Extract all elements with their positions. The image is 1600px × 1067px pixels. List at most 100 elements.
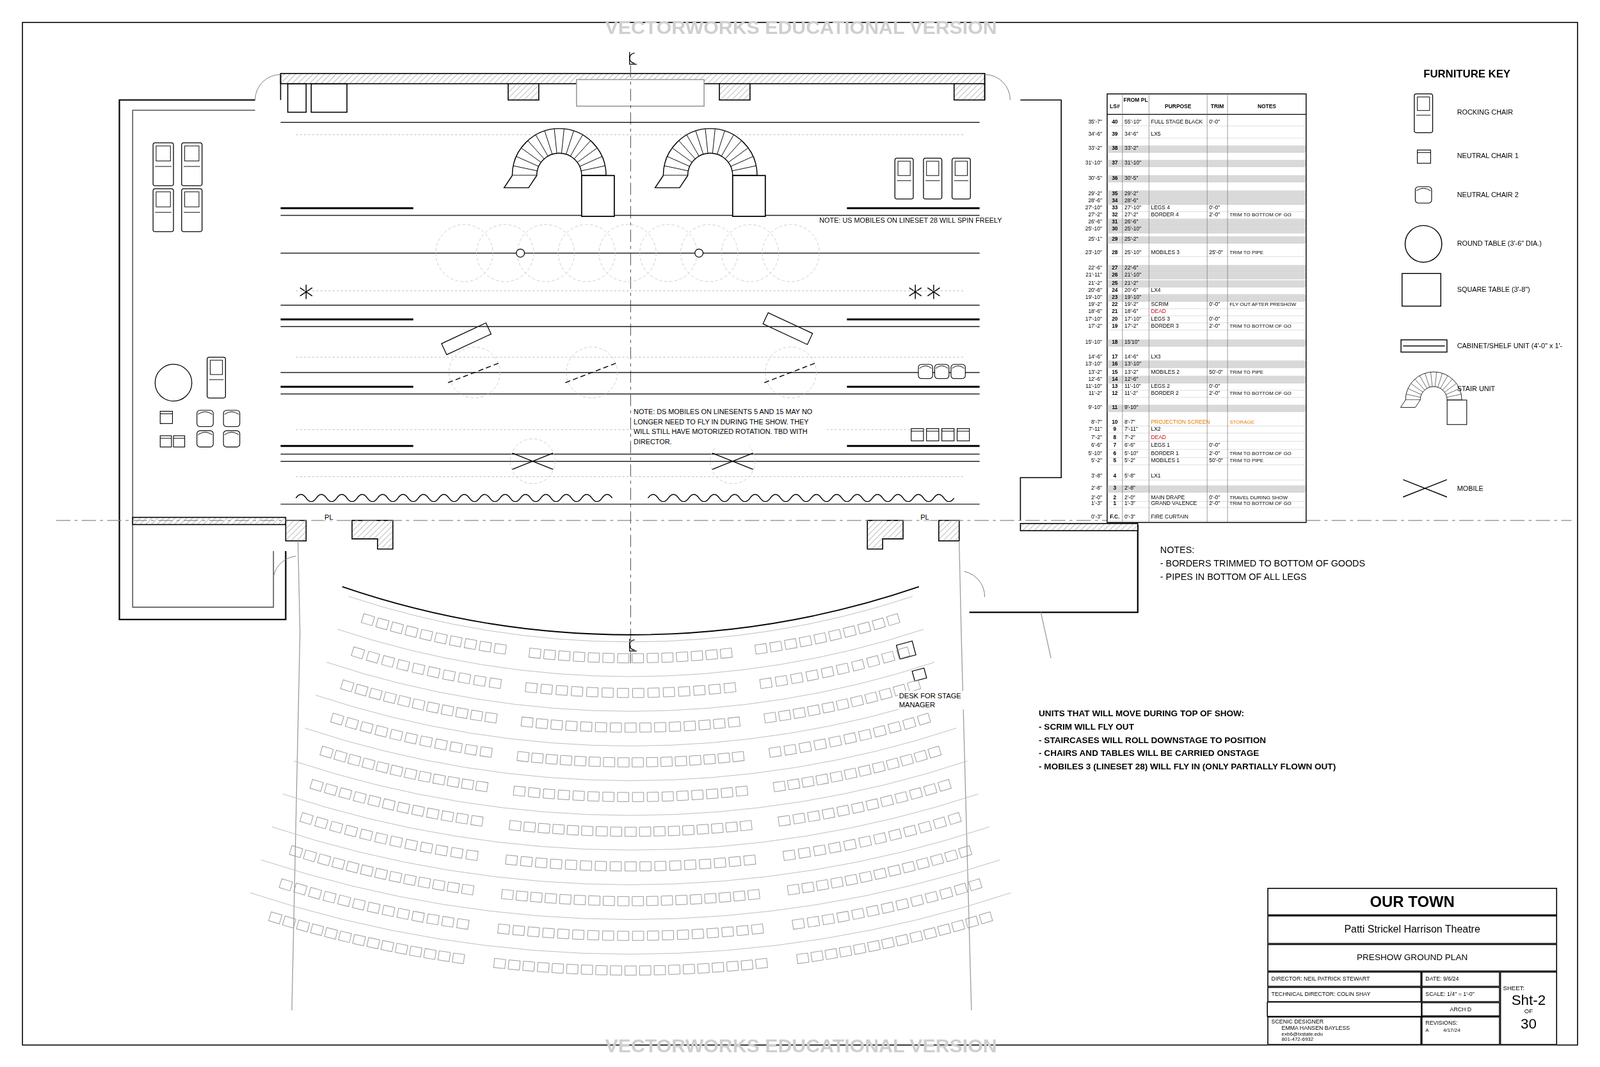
audience-seat: [412, 698, 425, 711]
audience-seat: [579, 860, 592, 871]
table-row-shade: [1107, 218, 1306, 226]
audience-seat: [520, 716, 534, 728]
table-rule: [1107, 181, 1307, 183]
audience-seat: [684, 859, 696, 870]
dimension-from-pl: 27'-2": [1061, 212, 1103, 218]
audience-seat: [354, 684, 368, 697]
audience-seat: [531, 752, 544, 763]
stair-tread: [574, 140, 591, 159]
audience-seat: [485, 712, 498, 724]
title-block-cell: TECHNICAL DIRECTOR: COLIN SHAY: [1267, 986, 1422, 1003]
table-cell: DEAD: [1150, 434, 1166, 440]
audience-seat: [796, 952, 809, 964]
audience-seat: [733, 890, 746, 902]
title-block-text: exb6@txstate.edu: [1271, 1031, 1418, 1037]
audience-seat: [574, 895, 586, 905]
table-row-shade: [1107, 175, 1306, 183]
plaster-line-mark: PL: [323, 513, 335, 521]
stair-tread: [712, 128, 715, 153]
table-cell: 2'-0": [1124, 494, 1149, 500]
audience-seat: [924, 890, 939, 903]
stair-tread: [561, 128, 564, 153]
stair-tread: [725, 140, 742, 159]
audience-seat: [338, 930, 352, 943]
stair-tread: [732, 165, 756, 171]
table-cell: 25'-2": [1124, 236, 1149, 242]
audience-seat: [380, 940, 394, 952]
audience-seat: [778, 709, 792, 721]
rocking-chair: [896, 180, 911, 182]
title-block-text: ARCH D: [1450, 1006, 1472, 1013]
stair-tread: [535, 135, 548, 157]
table-cell: TRIM TO BOTTOM OF GO: [1229, 391, 1305, 397]
audience-seat: [603, 757, 616, 767]
table-cell: 18'-6": [1124, 309, 1149, 315]
audience-seat: [947, 812, 962, 825]
audience-seat: [755, 958, 768, 969]
audience-seat: [937, 779, 952, 792]
stair-unit: [663, 128, 758, 176]
dimension-from-pl: 11'-2": [1061, 391, 1103, 397]
audience-seat: [323, 890, 337, 903]
audience-seat: [572, 929, 584, 940]
table-cell: 26'-6": [1124, 219, 1149, 225]
table-cell: 1'-3": [1124, 501, 1149, 507]
revision-row: A4/17/24: [1425, 1027, 1496, 1034]
audience-seat: [951, 919, 966, 932]
audience-seat: [303, 849, 317, 863]
neutral-chair: [918, 364, 933, 379]
audience-seat: [979, 912, 993, 925]
lineset-number: 14: [1107, 376, 1123, 382]
rocking-chair: [154, 211, 172, 213]
audience-seat: [434, 738, 448, 750]
stair-landing: [1447, 400, 1467, 425]
audience-seat: [821, 666, 834, 678]
table-row-shade: [1107, 190, 1306, 198]
audience-seat: [427, 666, 441, 678]
table-cell: 0'-0": [1208, 442, 1228, 448]
table-cell: 11'-10": [1124, 384, 1149, 390]
title-block-text: EMMA HANSEN BAYLESS: [1271, 1024, 1418, 1032]
lineset-table: [1107, 94, 1307, 523]
audience-seat: [639, 965, 651, 976]
audience-seat: [461, 883, 474, 895]
title-block-text: OF: [1524, 1008, 1533, 1016]
audience-seat: [851, 659, 864, 671]
table-cell: 5'-2": [1124, 458, 1149, 464]
audience-seat: [324, 783, 338, 796]
audience-seat: [828, 736, 842, 748]
dimension-from-pl: 1'-3": [1061, 501, 1103, 507]
stage-note: NOTE: US MOBILES ON LINESET 28 WILL SPIN…: [818, 217, 1003, 225]
audience-seat: [676, 651, 688, 662]
audience-seat: [698, 858, 711, 869]
audience-seat: [353, 791, 367, 804]
stair-unit: [655, 175, 688, 188]
lineset-number: 3: [1107, 485, 1123, 491]
neutral-chair: [911, 430, 924, 432]
table-row-shade: [1107, 485, 1306, 493]
rocking-chair: [952, 158, 971, 200]
audience-seat: [909, 930, 923, 943]
audience-seat: [345, 717, 360, 730]
audience-seat: [798, 741, 812, 753]
audience-seat: [317, 853, 331, 866]
neutral-chair: [197, 411, 212, 415]
lineset-number: 30: [1107, 226, 1123, 232]
audience-seat: [587, 791, 600, 802]
table-rule: [1107, 440, 1307, 442]
dimension-from-pl: 17'-10": [1061, 316, 1103, 322]
pipe-line: [280, 304, 980, 306]
audience-seat: [813, 844, 827, 856]
title-block-cell: OUR TOWN: [1267, 887, 1558, 916]
title-block-cell: SCALE: 1/4" = 1'-0": [1421, 986, 1501, 1003]
audience-seat: [540, 684, 553, 695]
audience-seat: [419, 736, 433, 748]
table-row-shade: [1107, 404, 1306, 412]
table-cell: 21'-2": [1124, 280, 1149, 287]
table-rule: [1107, 278, 1307, 280]
audience-seat: [522, 961, 536, 972]
legend-label: CABINET/SHELF UNIT (4'-0" x 1'-: [1457, 342, 1563, 350]
dimension-from-pl: 5'-10": [1061, 451, 1103, 457]
audience-seat: [308, 887, 322, 899]
audience-seat: [895, 934, 909, 946]
